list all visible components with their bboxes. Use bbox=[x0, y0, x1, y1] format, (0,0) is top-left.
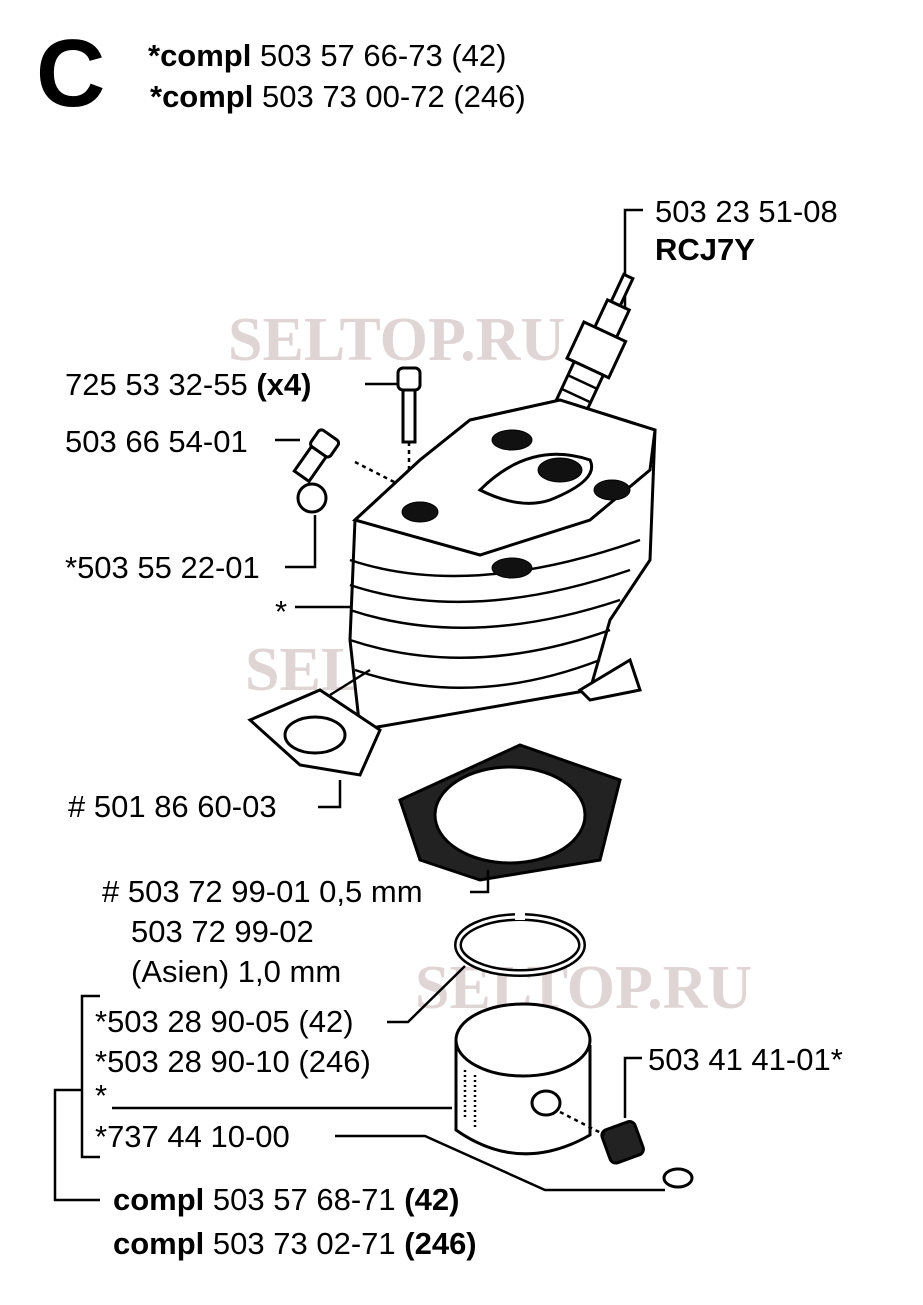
leader-line bbox=[623, 1056, 642, 1118]
circlip-label: *737 44 10-00 bbox=[95, 1119, 290, 1154]
plug bbox=[296, 482, 328, 514]
watermark: SELTOP.RU bbox=[228, 306, 565, 374]
cylinder-gasket-1-label: # 503 72 99-01 0,5 mm bbox=[102, 874, 423, 909]
footer-line-1: compl 503 57 68-71 (42) bbox=[113, 1182, 459, 1217]
section-letter: C bbox=[36, 20, 105, 127]
leader-line bbox=[387, 965, 466, 1024]
leader-line bbox=[559, 1110, 606, 1137]
footer-number: 503 73 02-71 bbox=[213, 1226, 396, 1261]
leader-line bbox=[335, 1134, 665, 1192]
cylinder-gasket bbox=[398, 743, 622, 882]
cylinder bbox=[348, 398, 657, 732]
footer-prefix: compl bbox=[113, 1182, 204, 1217]
leader-line bbox=[623, 208, 643, 320]
needle-bearing-label: 503 41 41-01* bbox=[648, 1042, 843, 1077]
header-prefix: *compl bbox=[150, 79, 253, 114]
decompression-valve bbox=[292, 428, 341, 484]
header-number: 503 57 66-73 (42) bbox=[260, 38, 506, 73]
cylinder-gasket-2-label: 503 72 99-02 bbox=[131, 914, 314, 949]
leader-line bbox=[318, 780, 342, 809]
spark-plug-number: 503 23 51-08 bbox=[655, 194, 838, 229]
needle-bearing bbox=[600, 1120, 645, 1165]
bracket bbox=[53, 1088, 100, 1202]
footer-line-2: compl 503 73 02-71 (246) bbox=[113, 1226, 477, 1261]
muffler-gasket-label: # 501 86 60-03 bbox=[68, 789, 277, 824]
screw-qty: (x4) bbox=[256, 367, 311, 402]
circlip bbox=[662, 1167, 694, 1189]
header-line-1: *compl 503 57 66-73 (42) bbox=[148, 38, 506, 73]
leader-line bbox=[470, 870, 490, 894]
leader-line bbox=[354, 460, 401, 487]
piston bbox=[454, 1002, 592, 1156]
footer-number: 503 57 68-71 bbox=[213, 1182, 396, 1217]
cylinder-label: * bbox=[275, 594, 287, 629]
footer-prefix: compl bbox=[113, 1226, 204, 1261]
footer-model: (42) bbox=[404, 1182, 459, 1217]
header-number: 503 73 00-72 (246) bbox=[262, 79, 526, 114]
decompression-valve-label: 503 66 54-01 bbox=[65, 424, 248, 459]
watermark: SELTOP.RU bbox=[415, 954, 752, 1022]
muffler-gasket bbox=[247, 668, 382, 777]
cylinder-gasket-2-note: (Asien) 1,0 mm bbox=[131, 954, 341, 989]
screw-label: 725 53 32-55 (x4) bbox=[65, 367, 311, 402]
screw-number: 725 53 32-55 bbox=[65, 367, 248, 402]
spark-plug-type: RCJ7Y bbox=[655, 232, 755, 267]
piston-label: * bbox=[95, 1078, 107, 1113]
bracket bbox=[80, 994, 100, 1159]
header-line-2: *compl 503 73 00-72 (246) bbox=[150, 79, 526, 114]
piston-ring-246-label: *503 28 90-10 (246) bbox=[95, 1044, 371, 1079]
footer-model: (246) bbox=[404, 1226, 476, 1261]
piston-ring bbox=[454, 910, 586, 977]
piston-ring-42-label: *503 28 90-05 (42) bbox=[95, 1004, 354, 1039]
leader-line bbox=[285, 515, 317, 569]
header-prefix: *compl bbox=[148, 38, 251, 73]
plug-label: *503 55 22-01 bbox=[65, 550, 260, 585]
